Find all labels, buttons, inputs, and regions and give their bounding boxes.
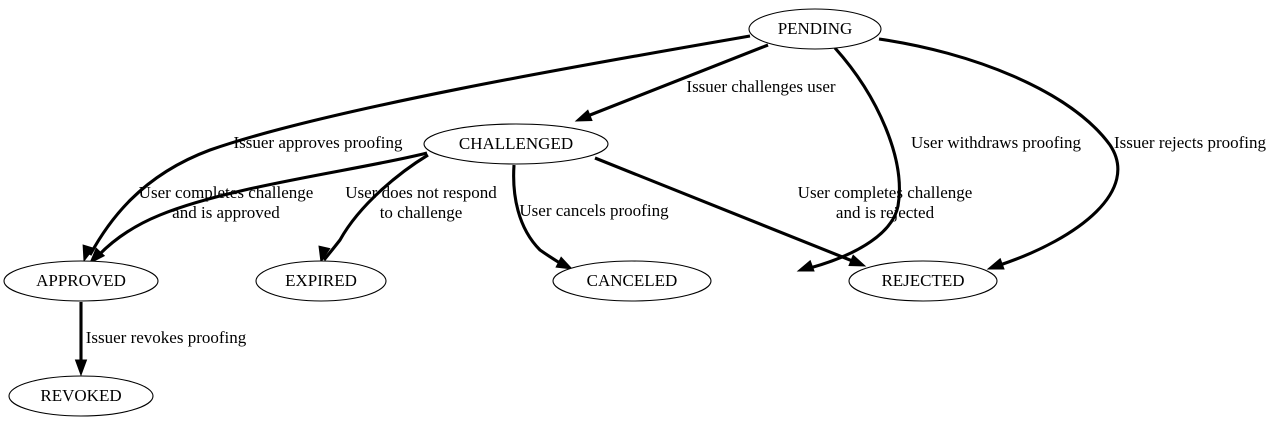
- edge-label-line: User completes challenge: [139, 183, 314, 202]
- arrowhead-challenged-expired: [318, 245, 331, 264]
- edge-path-challenged-expired: [322, 153, 429, 261]
- edge-path-challenged-canceled: [512, 164, 566, 268]
- edge-pending-canceled: User withdraws proofing: [796, 46, 1081, 272]
- node-ellipse-revoked[interactable]: [8, 375, 154, 417]
- node-pending[interactable]: PENDING: [748, 8, 882, 50]
- node-canceled[interactable]: CANCELED: [552, 260, 712, 302]
- node-rejected[interactable]: REJECTED: [848, 260, 998, 302]
- arrowhead-pending-challenged: [574, 109, 593, 122]
- edge-label-line: and is approved: [172, 203, 280, 222]
- edge-label-line: and is rejected: [836, 203, 935, 222]
- node-label-canceled: CANCELED: [587, 271, 678, 290]
- edge-label-line: User completes challenge: [798, 183, 973, 202]
- arrowhead-challenged-canceled: [555, 256, 574, 270]
- edge-label-line: Issuer challenges user: [686, 77, 836, 96]
- edge-label-line: Issuer approves proofing: [233, 133, 403, 152]
- node-challenged[interactable]: CHALLENGED: [423, 123, 609, 165]
- edge-pending-approved: Issuer approves proofing: [82, 34, 751, 263]
- arrowhead-challenged-approved: [89, 247, 106, 265]
- node-ellipse-expired[interactable]: [255, 260, 387, 302]
- node-ellipse-pending[interactable]: [748, 8, 882, 50]
- edge-label-pending-challenged: Issuer challenges user: [686, 77, 836, 96]
- edge-label-approved-revoked: Issuer revokes proofing: [86, 328, 247, 347]
- edge-path-pending-challenged: [584, 43, 769, 119]
- node-label-expired: EXPIRED: [285, 271, 357, 290]
- edge-path-pending-approved: [88, 34, 751, 256]
- arrowhead-pending-rejected: [986, 257, 1005, 270]
- edge-path-pending-rejected: [878, 37, 1120, 267]
- node-ellipse-canceled[interactable]: [552, 260, 712, 302]
- edge-challenged-canceled: User cancels proofing: [512, 164, 669, 270]
- node-label-approved: APPROVED: [36, 271, 126, 290]
- nodes-layer: PENDING CHALLENGED APPROVED EXPIRED CANCELED…: [3, 8, 998, 417]
- edge-label-line: User withdraws proofing: [911, 133, 1081, 152]
- arrowhead-challenged-rejected: [848, 254, 867, 267]
- edge-label-line: to challenge: [380, 203, 463, 222]
- edge-label-pending-approved: Issuer approves proofing: [233, 133, 403, 152]
- edge-path-pending-canceled: [809, 46, 901, 270]
- node-revoked[interactable]: REVOKED: [8, 375, 154, 417]
- node-ellipse-rejected[interactable]: [848, 260, 998, 302]
- edge-label-challenged-canceled: User cancels proofing: [519, 201, 669, 220]
- arrowhead-pending-approved: [82, 244, 95, 263]
- edge-path-challenged-approved: [94, 151, 428, 260]
- node-label-rejected: REJECTED: [881, 271, 964, 290]
- edge-label-pending-rejected: Issuer rejects proofing: [1114, 133, 1267, 152]
- edge-label-pending-canceled: User withdraws proofing: [911, 133, 1081, 152]
- node-label-pending: PENDING: [778, 19, 853, 38]
- node-label-challenged: CHALLENGED: [459, 134, 573, 153]
- edge-label-line: Issuer revokes proofing: [86, 328, 247, 347]
- edge-label-line: User does not respond: [345, 183, 497, 202]
- edge-path-challenged-rejected: [594, 156, 856, 264]
- edges-layer: Issuer approves proofing Issuer challenge…: [74, 34, 1267, 377]
- node-label-revoked: REVOKED: [40, 386, 121, 405]
- arrowhead-approved-revoked: [74, 359, 88, 377]
- edge-label-line: Issuer rejects proofing: [1114, 133, 1267, 152]
- edge-pending-rejected: Issuer rejects proofing: [878, 37, 1267, 270]
- node-expired[interactable]: EXPIRED: [255, 260, 387, 302]
- arrowhead-pending-canceled: [796, 259, 815, 272]
- node-approved[interactable]: APPROVED: [3, 260, 159, 302]
- edge-pending-challenged: Issuer challenges user: [574, 43, 836, 122]
- edge-approved-revoked: Issuer revokes proofing: [74, 302, 247, 377]
- node-ellipse-approved[interactable]: [3, 260, 159, 302]
- edge-label-line: User cancels proofing: [519, 201, 669, 220]
- node-ellipse-challenged[interactable]: [423, 123, 609, 165]
